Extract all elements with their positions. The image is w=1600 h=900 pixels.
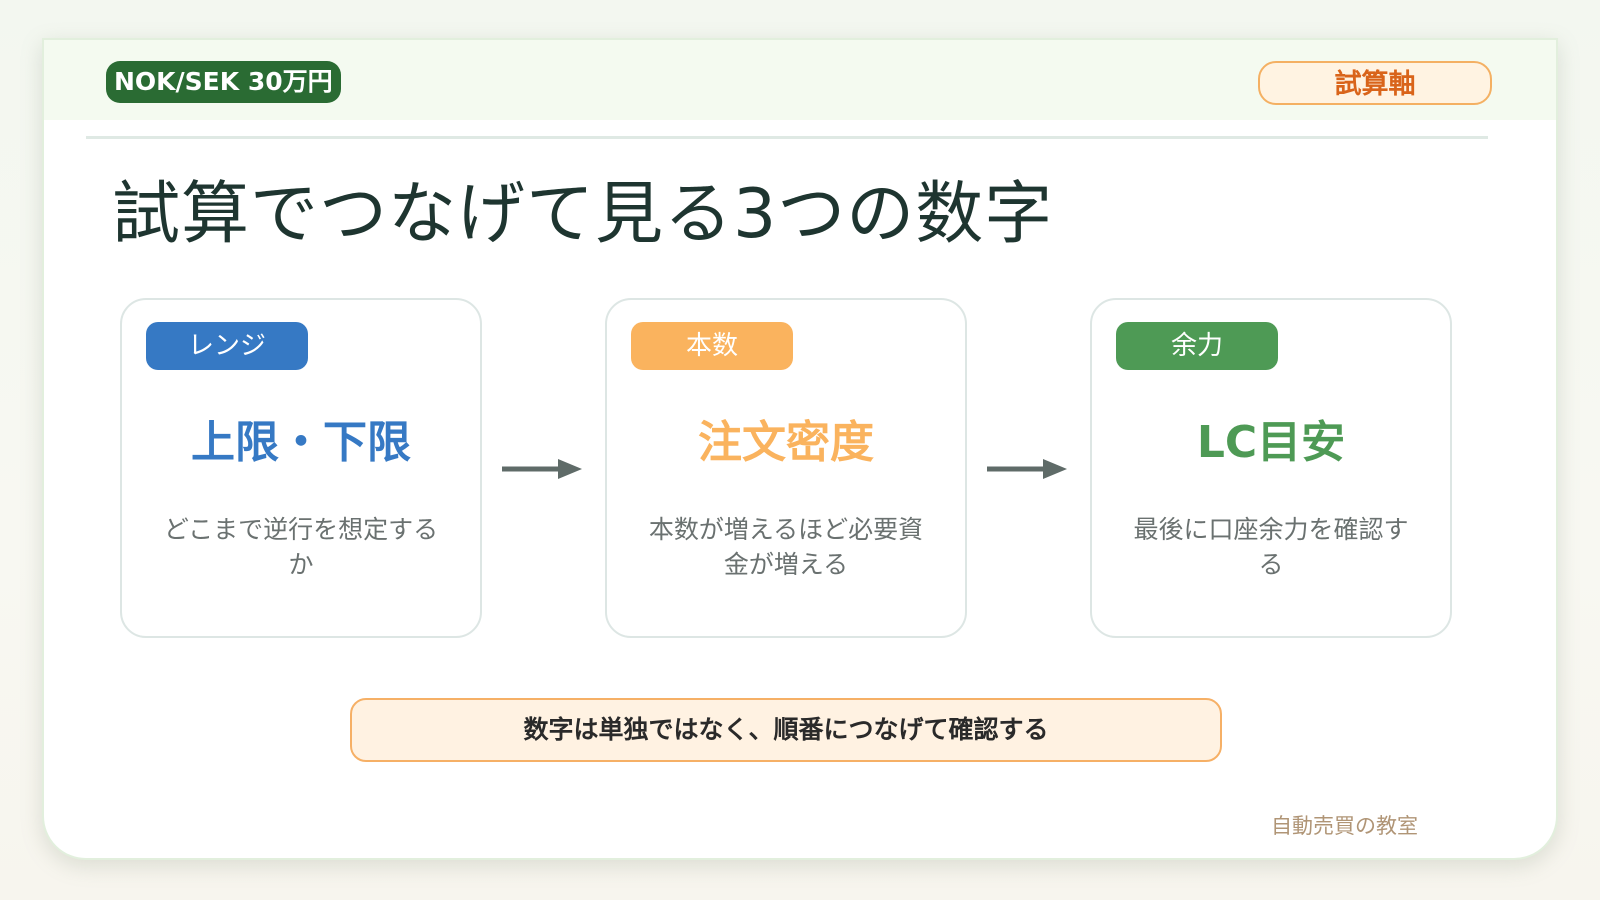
arrow-right-icon: [987, 459, 1067, 479]
axis-badge: 試算軸: [1258, 61, 1492, 105]
card-main-label: LC目安: [1196, 417, 1346, 468]
summary-note: 数字は単独ではなく、順番につなげて確認する: [350, 698, 1222, 762]
arrow-right-icon: [502, 459, 582, 479]
card-description: 本数が増えるほど必要資金が増える: [648, 515, 924, 579]
card-tag: 本数: [631, 322, 793, 370]
card-range: レンジ 上限・下限 どこまで逆行を想定するか: [120, 298, 482, 638]
pair-badge: NOK/SEK 30万円: [106, 61, 341, 103]
card-tag: レンジ: [146, 322, 308, 370]
card-tag: 余力: [1116, 322, 1278, 370]
footer-brand: 自動売買の教室: [1271, 814, 1418, 838]
card-description: どこまで逆行を想定するか: [163, 515, 439, 579]
slide: NOK/SEK 30万円 試算軸 試算でつなげて見る3つの数字 レンジ 上限・下…: [42, 38, 1558, 860]
card-main-label: 上限・下限: [191, 417, 411, 468]
card-count: 本数 注文密度 本数が増えるほど必要資金が増える: [605, 298, 967, 638]
divider: [86, 136, 1488, 139]
card-margin: 余力 LC目安 最後に口座余力を確認する: [1090, 298, 1452, 638]
card-main-label: 注文密度: [698, 417, 874, 468]
page-title: 試算でつなげて見る3つの数字: [112, 175, 1054, 254]
card-description: 最後に口座余力を確認する: [1133, 515, 1409, 579]
